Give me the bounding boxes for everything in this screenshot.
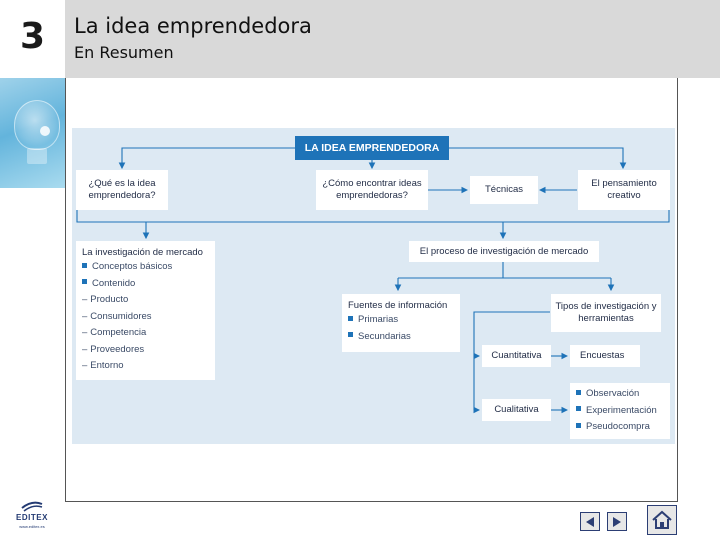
square-bullet-icon [576,422,581,428]
node-que-es-label: ¿Qué es la idea emprendedora? [88,178,156,201]
node-proceso-label: El proceso de investigación de mercado [419,245,589,257]
editex-logo: EDITEX www.editex.es [10,498,54,534]
node-cuantitativa: Cuantitativa [482,345,551,367]
list-item: Pseudocompra [576,419,670,436]
square-bullet-icon [82,279,87,285]
square-bullet-icon [82,262,87,268]
node-como-encontrar: ¿Cómo encontrar ideas emprendedoras? [316,170,428,210]
node-pensamiento-label: El pensamiento creativo [591,178,657,201]
node-pensamiento-creativo: El pensamiento creativo [578,170,670,210]
list-item: Contenido [82,276,215,293]
lightbulb-image [0,78,65,188]
node-investigacion: La investigación de mercado Conceptos bá… [76,241,215,380]
investigacion-list: Conceptos básicos Contenido –Producto –C… [76,259,215,375]
page-title: La idea emprendedora [74,14,312,38]
arrow-right-icon [613,516,621,527]
investigacion-title: La investigación de mercado [82,247,203,258]
node-tecnicas: Técnicas [470,176,538,204]
list-item: Observación [576,386,670,403]
prev-button[interactable] [580,512,600,531]
list-item: Conceptos básicos [82,259,215,276]
list-item: –Entorno [82,358,215,375]
lightbulb-icon [14,100,60,150]
node-cuantitativa-label: Cuantitativa [491,350,542,361]
node-como-encontrar-label: ¿Cómo encontrar ideas emprendedoras? [322,178,422,201]
next-button[interactable] [607,512,627,531]
fuentes-title: Fuentes de información [348,300,448,311]
list-item: –Proveedores [82,342,215,359]
home-button[interactable] [647,505,677,535]
node-cualitativa-tools: Observación Experimentación Pseudocompra [570,383,670,439]
logo-url: www.editex.es [19,524,45,529]
list-item: Experimentación [576,403,670,420]
arrow-left-icon [586,516,594,527]
square-bullet-icon [348,315,353,321]
dash-bullet-icon: – [82,327,88,338]
editex-logo-icon [21,501,43,512]
list-item: Secundarias [348,329,460,346]
page-subtitle: En Resumen [74,43,174,62]
node-que-es: ¿Qué es la idea emprendedora? [76,170,168,210]
home-icon [652,510,672,529]
node-encuestas-label: Encuestas [580,350,625,361]
node-cualitativa-label: Cualitativa [494,404,539,415]
cualitativa-list: Observación Experimentación Pseudocompra [570,386,670,436]
dash-bullet-icon: – [82,310,88,322]
root-node: LA IDEA EMPRENDEDORA [295,136,449,160]
dash-bullet-icon: – [82,294,88,305]
node-fuentes: Fuentes de información Primarias Secunda… [342,294,460,352]
node-tipos-label: Tipos de investigación y herramientas [555,301,657,324]
chapter-badge: 3 [0,0,65,78]
node-encuestas: Encuestas [570,345,640,367]
list-item: –Producto [82,292,215,309]
node-proceso: El proceso de investigación de mercado [409,241,599,262]
node-cualitativa: Cualitativa [482,399,551,421]
header-bar: La idea emprendedora En Resumen [65,0,720,78]
square-bullet-icon [576,406,581,412]
square-bullet-icon [576,389,581,395]
node-tecnicas-label: Técnicas [484,184,523,195]
dash-bullet-icon: – [82,343,88,355]
list-item: –Competencia [82,325,215,342]
logo-name: EDITEX [16,513,48,522]
list-item: –Consumidores [82,309,215,326]
fuentes-list: Primarias Secundarias [342,312,460,345]
square-bullet-icon [348,332,353,338]
node-tipos: Tipos de investigación y herramientas [551,294,661,332]
dash-bullet-icon: – [82,360,88,371]
list-item: Primarias [348,312,460,329]
chapter-number: 3 [19,16,46,57]
